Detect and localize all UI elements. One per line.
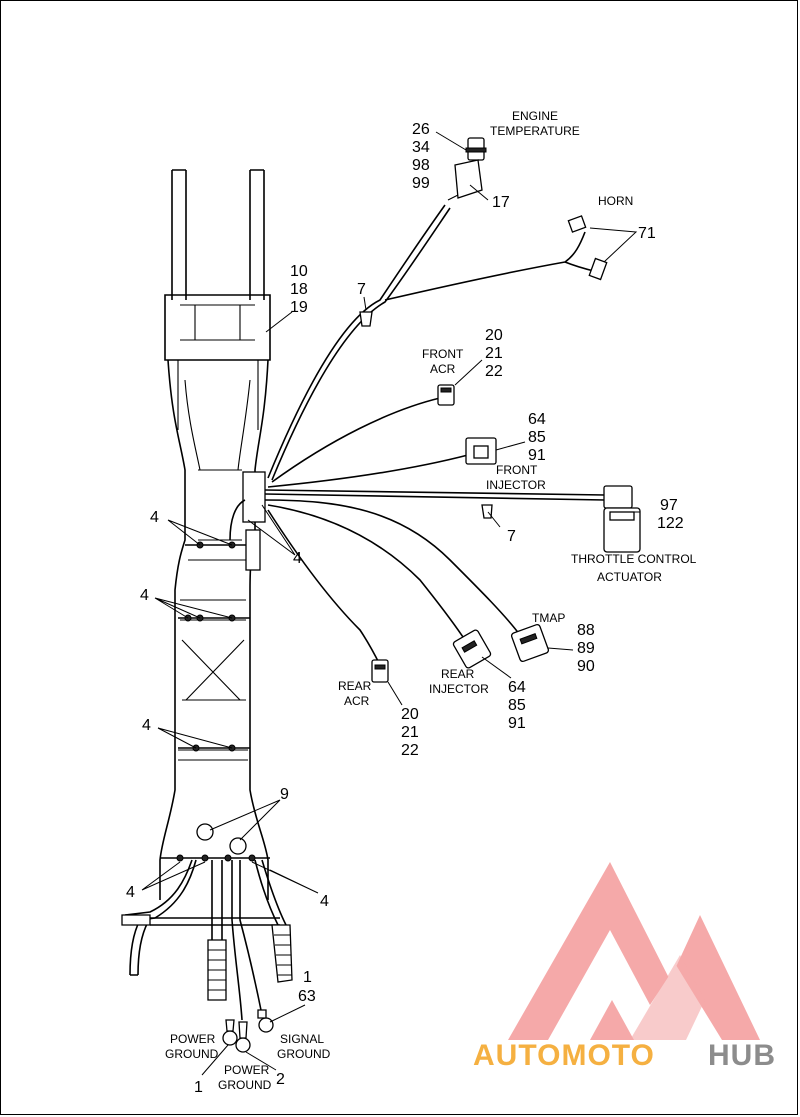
label-rear-acr-2: ACR — [344, 694, 370, 708]
callout-34: 34 — [412, 139, 430, 156]
watermark-text-gray: HUB — [708, 1039, 776, 1072]
label-power-ground-mid-2: GROUND — [218, 1078, 272, 1092]
callout-4-b: 4 — [140, 587, 149, 604]
frame-clips — [176, 541, 256, 862]
callout-1-right: 1 — [303, 969, 312, 986]
callout-rear-inj-91: 91 — [508, 715, 526, 732]
component-labels: ENGINE TEMPERATURE HORN FRONT ACR FRONT … — [165, 109, 697, 1092]
callout-122: 122 — [657, 515, 684, 532]
callout-rear-inj-85: 85 — [508, 697, 526, 714]
label-power-ground-mid-1: POWER — [224, 1063, 270, 1077]
callout-front-inj-64: 64 — [528, 411, 546, 428]
callout-1-left: 1 — [194, 1079, 203, 1096]
callout-18: 18 — [290, 281, 308, 298]
label-signal-ground-1: SIGNAL — [280, 1032, 324, 1046]
label-throttle-2: ACTUATOR — [597, 570, 662, 584]
callout-4-c: 4 — [142, 717, 151, 734]
callout-rear-acr-20: 20 — [401, 706, 419, 723]
watermark-logo — [508, 862, 760, 1040]
callout-98: 98 — [412, 157, 430, 174]
label-signal-ground-2: GROUND — [277, 1047, 331, 1061]
chassis-frame — [159, 169, 271, 900]
callout-tmap-90: 90 — [577, 658, 595, 675]
callout-7-top: 7 — [357, 281, 366, 298]
watermark-text-orange: AUTOMOTO — [473, 1039, 655, 1072]
harness-wires — [121, 204, 606, 1021]
callout-4-a: 4 — [150, 509, 159, 526]
callout-7-mid: 7 — [507, 528, 516, 545]
label-tmap: TMAP — [532, 611, 565, 625]
callout-numbers: 26 34 98 99 17 71 10 18 19 7 20 21 22 64… — [126, 121, 684, 1096]
callout-front-acr-21: 21 — [485, 345, 503, 362]
callout-2: 2 — [276, 1071, 285, 1088]
label-horn: HORN — [598, 194, 633, 208]
label-rear-acr-1: REAR — [338, 679, 372, 693]
label-power-ground-left-1: POWER — [170, 1032, 216, 1046]
callout-17: 17 — [492, 194, 510, 211]
label-rear-injector-1: REAR — [441, 667, 475, 681]
callout-26: 26 — [412, 121, 430, 138]
callout-4-bottom-right: 4 — [320, 893, 329, 910]
label-engine-temp-1: ENGINE — [512, 109, 558, 123]
callout-front-acr-22: 22 — [485, 363, 503, 380]
callout-71: 71 — [638, 225, 656, 242]
callout-front-acr-20: 20 — [485, 327, 503, 344]
callout-97: 97 — [660, 497, 678, 514]
label-front-injector-2: INJECTOR — [486, 478, 546, 492]
label-front-acr-2: ACR — [430, 362, 456, 376]
callout-10: 10 — [290, 263, 308, 280]
label-front-acr-1: FRONT — [422, 347, 464, 361]
callout-4-bottom-left: 4 — [126, 884, 135, 901]
label-engine-temp-2: TEMPERATURE — [490, 124, 580, 138]
label-front-injector-1: FRONT — [496, 463, 538, 477]
callout-rear-acr-22: 22 — [401, 742, 419, 759]
callout-front-inj-85: 85 — [528, 429, 546, 446]
callout-19: 19 — [290, 299, 308, 316]
callout-tmap-89: 89 — [577, 640, 595, 657]
connectors — [207, 137, 641, 1053]
callout-rear-acr-21: 21 — [401, 724, 419, 741]
leader-lines — [141, 131, 640, 1076]
callout-front-inj-91: 91 — [528, 447, 546, 464]
callout-99: 99 — [412, 175, 430, 192]
label-rear-injector-2: INJECTOR — [429, 682, 489, 696]
callout-63: 63 — [298, 988, 316, 1005]
callout-tmap-88: 88 — [577, 622, 595, 639]
label-power-ground-left-2: GROUND — [165, 1047, 219, 1061]
label-throttle-1: THROTTLE CONTROL — [571, 552, 697, 566]
callout-4-side: 4 — [293, 550, 302, 567]
callout-rear-inj-64: 64 — [508, 679, 526, 696]
callout-9: 9 — [280, 786, 289, 803]
